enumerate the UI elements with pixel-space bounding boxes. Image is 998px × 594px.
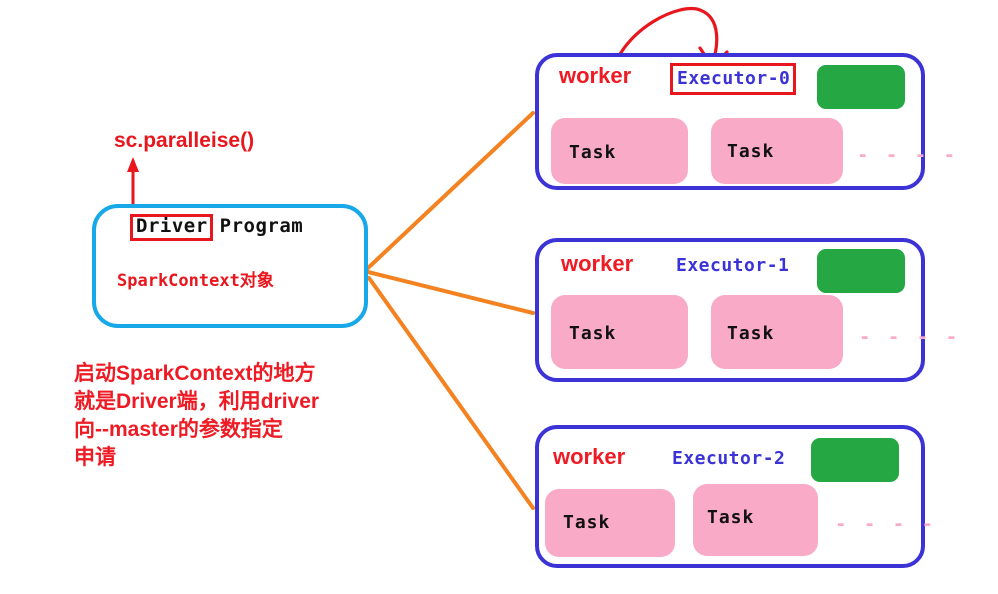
driver-program-title: Driver Program	[130, 214, 303, 241]
worker-label-1: worker	[559, 63, 632, 88]
driver-program-box[interactable]	[92, 204, 368, 328]
more-tasks-dots-3: - - - -	[835, 513, 937, 535]
task-label-2-1: Task	[569, 323, 617, 344]
task-label-3-1: Task	[563, 512, 611, 533]
driver-program-word: Program	[219, 215, 304, 237]
worker-box-1[interactable]: worker Executor-0 Task Task - - - -	[535, 53, 955, 190]
executor-label-0: Executor-0	[670, 63, 797, 95]
task-box-2-2[interactable]	[711, 295, 843, 369]
worker-label-2: worker	[561, 251, 634, 276]
task-box-3-2[interactable]	[693, 484, 818, 556]
sparkcontext-label: SparkContext对象	[117, 271, 274, 291]
resource-block-1	[817, 65, 905, 109]
executor-label-2: Executor-2	[672, 448, 786, 469]
task-box-3-1[interactable]	[545, 489, 675, 557]
connector-to-worker-2	[366, 270, 535, 315]
task-label-1-1: Task	[569, 142, 617, 163]
driver-keyword-highlight: Driver	[130, 214, 213, 241]
driver-annotation-note: 启动SparkContext的地方 就是Driver端，利用driver 向--…	[74, 362, 320, 469]
more-tasks-dots-1: - - - -	[857, 144, 959, 166]
task-box-1-1[interactable]	[551, 118, 688, 184]
worker-box-2[interactable]: worker Executor-1 Task Task - - - -	[535, 238, 957, 382]
task-box-1-2[interactable]	[711, 118, 843, 184]
task-label-3-2: Task	[707, 507, 755, 528]
task-label-2-2: Task	[727, 323, 775, 344]
more-tasks-dots-2: - - - -	[859, 326, 961, 348]
connector-to-worker-1	[366, 111, 535, 270]
sc-parallelize-callout: sc.paralleise()	[114, 129, 255, 152]
task-box-2-1[interactable]	[551, 295, 688, 369]
resource-block-2	[817, 249, 905, 293]
resource-block-3	[811, 438, 899, 482]
worker-box-3[interactable]: worker Executor-2 Task Task - - - -	[535, 425, 933, 568]
executor-label-1: Executor-1	[676, 255, 790, 276]
worker-label-3: worker	[553, 444, 626, 469]
task-label-1-2: Task	[727, 141, 775, 162]
